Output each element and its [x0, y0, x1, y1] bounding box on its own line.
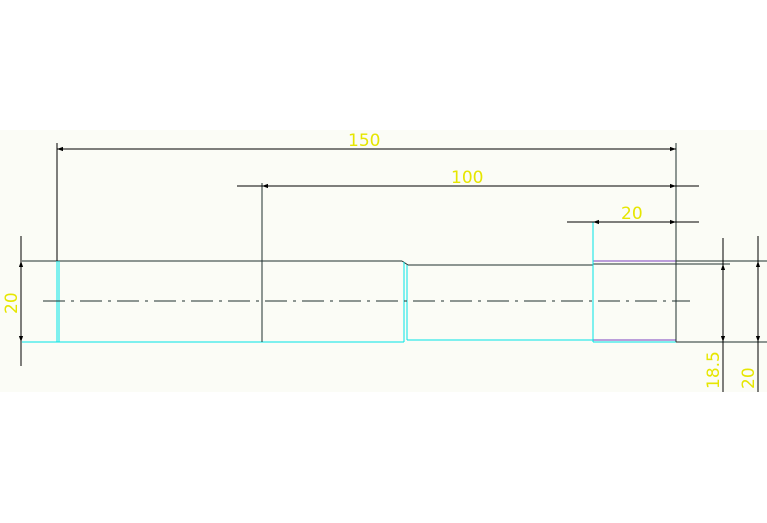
vertical-dimensions [18, 236, 761, 392]
horizontal-dimensions [56, 143, 699, 261]
dimension-labels: 150 100 20 20 18.5 20 [2, 131, 759, 389]
dim-text-150: 150 [348, 131, 380, 151]
shoulder-chamfer [401, 260, 409, 266]
dim-text-right-diameter-a: 18.5 [704, 351, 724, 389]
shaft-outline [22, 143, 767, 343]
dim-text-left-diameter: 20 [2, 292, 22, 314]
dim-text-20-end: 20 [621, 204, 643, 224]
dim-text-100: 100 [451, 168, 483, 188]
dim-text-right-diameter-b: 20 [739, 367, 759, 389]
